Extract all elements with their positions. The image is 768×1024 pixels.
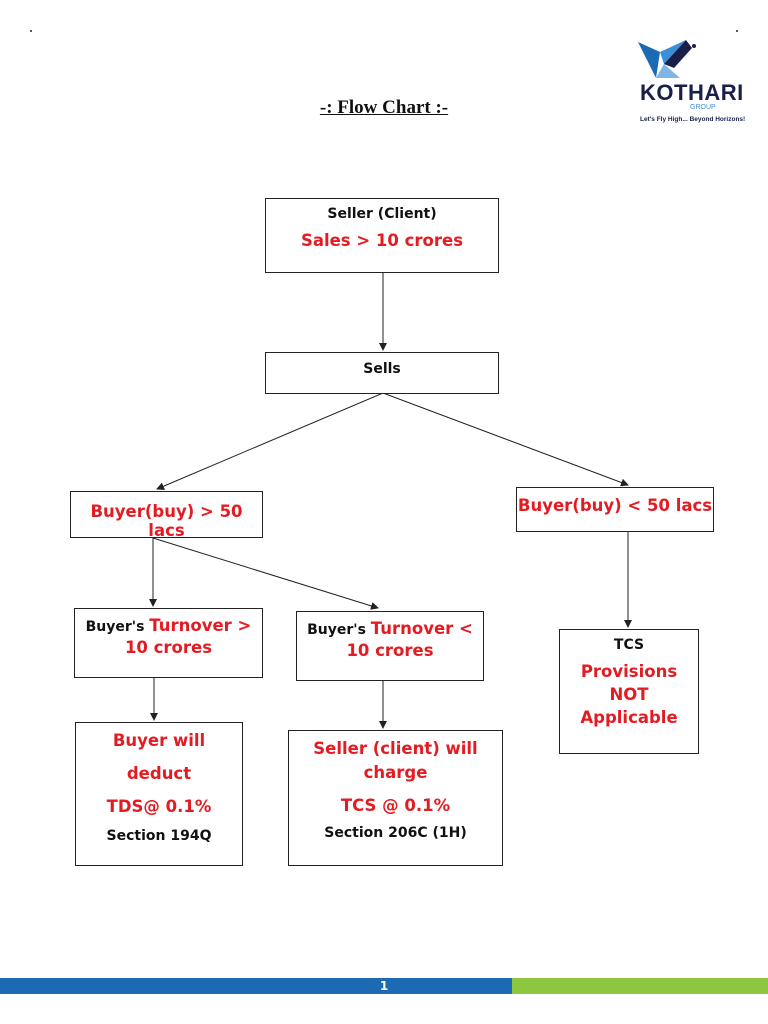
tds-node: Buyer will deduct TDS@ 0.1% Section 194Q <box>75 722 243 866</box>
tcs-charge-node: Seller (client) will charge TCS @ 0.1% S… <box>288 730 503 866</box>
turnover-gt-prefix: Buyer's <box>85 619 150 635</box>
arrow-sells-to-buyer-gt <box>156 392 384 490</box>
tcs-charge-rate: TCS @ 0.1% <box>340 796 451 815</box>
turnover-gt-node: Buyer's Turnover > 10 crores <box>74 608 263 678</box>
buyer-gt-50-node: Buyer(buy) > 50 lacs <box>70 491 263 540</box>
sells-label: Sells <box>363 361 401 377</box>
turnover-lt-prefix: Buyer's <box>307 622 371 638</box>
footer-green-bar <box>512 978 768 994</box>
buyer-lt-50-label: Buyer(buy) < 50 lacs <box>517 496 713 515</box>
tcs-charge-line-1: Seller (client) will <box>313 739 478 758</box>
turnover-lt-node: Buyer's Turnover < 10 crores <box>296 611 484 681</box>
tds-rate: TDS@ 0.1% <box>106 797 212 816</box>
corner-dot <box>30 30 32 32</box>
arrow-buyer-gt-to-turnover-lt <box>152 537 379 610</box>
tds-line-1: Buyer will <box>112 731 206 750</box>
logo-tagline: Let's Fly High... Beyond Horizons! <box>640 116 746 123</box>
corner-dot <box>736 30 738 32</box>
page-number: 1 <box>379 979 389 993</box>
tcs-charge-section: Section 206C (1H) <box>324 825 467 841</box>
turnover-lt-condition: Turnover < <box>370 619 473 638</box>
turnover-gt-amount: 10 crores <box>124 638 213 657</box>
turnover-gt-condition: Turnover > <box>149 616 252 635</box>
footer-blue-bar <box>0 978 512 994</box>
buyer-lt-50-node: Buyer(buy) < 50 lacs <box>516 487 714 532</box>
tcs-not-applicable-node: TCS Provisions NOT Applicable <box>559 629 699 754</box>
turnover-lt-amount: 10 crores <box>346 641 434 660</box>
seller-node: Seller (Client) Sales > 10 crores <box>265 198 499 273</box>
arrow-sells-to-buyer-lt <box>382 392 629 487</box>
kothari-logo-icon <box>638 40 696 78</box>
not-label: NOT <box>609 685 649 704</box>
applicable-label: Applicable <box>580 708 678 727</box>
logo-wordmark: KOTHARI <box>640 80 744 105</box>
tds-section: Section 194Q <box>106 828 212 844</box>
sells-node: Sells <box>265 352 499 394</box>
buyer-gt-50-label: Buyer(buy) > 50 lacs <box>90 502 243 540</box>
tcs-charge-line-2: charge <box>363 763 428 782</box>
seller-label: Seller (Client) <box>327 206 437 222</box>
tcs-label: TCS <box>613 637 645 653</box>
tds-line-2: deduct <box>126 764 192 783</box>
page-title: -: Flow Chart :- <box>319 97 449 118</box>
logo-group-label: GROUP <box>690 104 716 111</box>
provisions-label: Provisions <box>580 662 678 681</box>
seller-sales-condition: Sales > 10 crores <box>300 231 464 250</box>
